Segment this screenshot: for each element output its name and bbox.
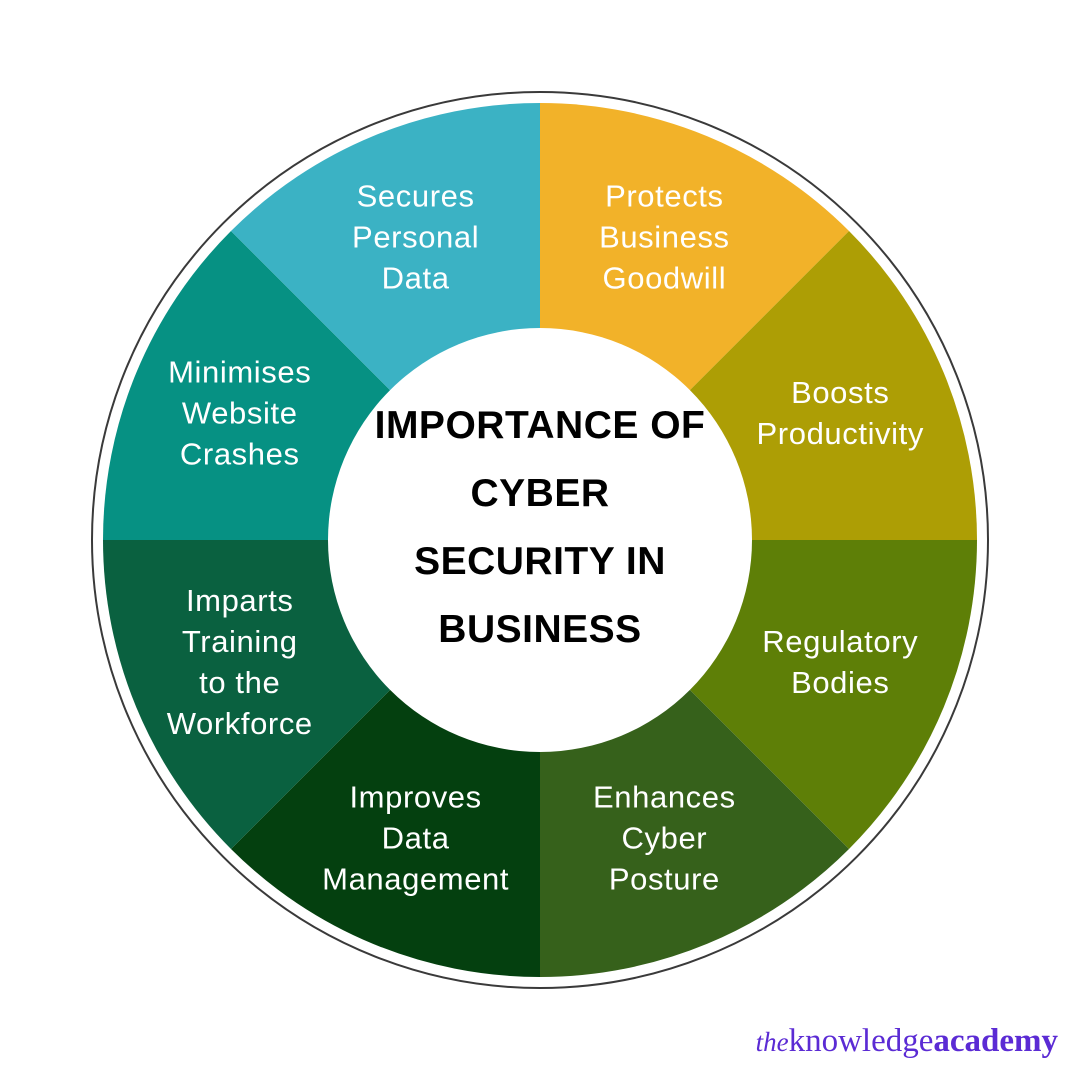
- segment-label-line: Regulatory: [762, 624, 918, 659]
- segment-label-line: Cyber: [622, 820, 708, 855]
- segment-label-line: Improves: [349, 779, 481, 814]
- center-title-line: CYBER: [470, 472, 609, 515]
- segment-label-line: Website: [182, 396, 298, 431]
- center-title-line: SECURITY IN: [414, 540, 666, 583]
- segment-label-line: Data: [382, 261, 450, 296]
- brand-the: the: [755, 1027, 789, 1057]
- segment-label-line: Imparts: [186, 583, 294, 618]
- outer-ring: [91, 91, 989, 989]
- center-hole-circle: [328, 328, 752, 752]
- outer-ring-circle: [91, 91, 989, 989]
- center-title: IMPORTANCE OF CYBER SECURITY IN BUSINESS: [375, 404, 706, 651]
- segment-label-line: Productivity: [757, 416, 924, 451]
- brand-knowledge: knowledge: [788, 1023, 934, 1059]
- segment-label-line: Management: [322, 861, 509, 896]
- segment-label-line: Training: [182, 624, 298, 659]
- segment-label-line: Boosts: [791, 375, 889, 410]
- center-title-text: IMPORTANCE OF CYBER SECURITY IN BUSINESS: [375, 404, 706, 651]
- segment-label-line: Secures: [357, 179, 475, 214]
- segment-label-line: Posture: [609, 861, 720, 896]
- segment-label-line: Goodwill: [603, 261, 727, 296]
- segment-label-line: Enhances: [593, 779, 736, 814]
- segment-label-line: Bodies: [791, 665, 889, 700]
- segment-label-line: Data: [382, 820, 450, 855]
- segment-label-line: Workforce: [167, 706, 313, 741]
- center-hole: [328, 328, 752, 752]
- segment-label-line: Personal: [352, 220, 479, 255]
- segment-label-line: Minimises: [168, 355, 311, 390]
- center-title-line: BUSINESS: [438, 608, 641, 651]
- brand-academy: academy: [933, 1023, 1058, 1059]
- segment-label-line: Business: [599, 220, 730, 255]
- segment-label-line: Crashes: [180, 437, 300, 472]
- segment-label-line: Protects: [605, 179, 724, 214]
- brand-logo[interactable]: theknowledgeacademy: [756, 1025, 1058, 1058]
- segment-label-line: to the: [199, 665, 280, 700]
- center-title-line: IMPORTANCE OF: [375, 404, 706, 447]
